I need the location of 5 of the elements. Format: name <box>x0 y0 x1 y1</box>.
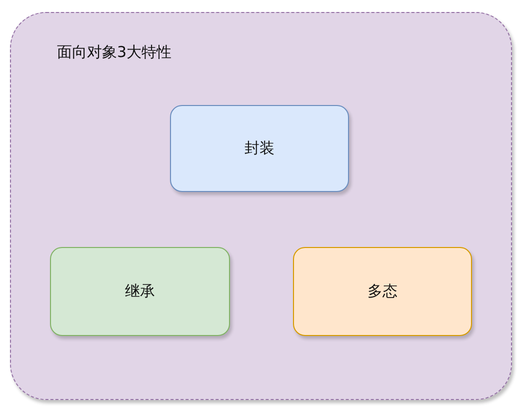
concept-box: 封装 <box>170 105 349 192</box>
group-title: 面向对象3大特性 <box>57 43 172 62</box>
group-container <box>10 12 512 400</box>
concept-box: 继承 <box>50 247 230 336</box>
concept-box: 多态 <box>293 247 472 336</box>
